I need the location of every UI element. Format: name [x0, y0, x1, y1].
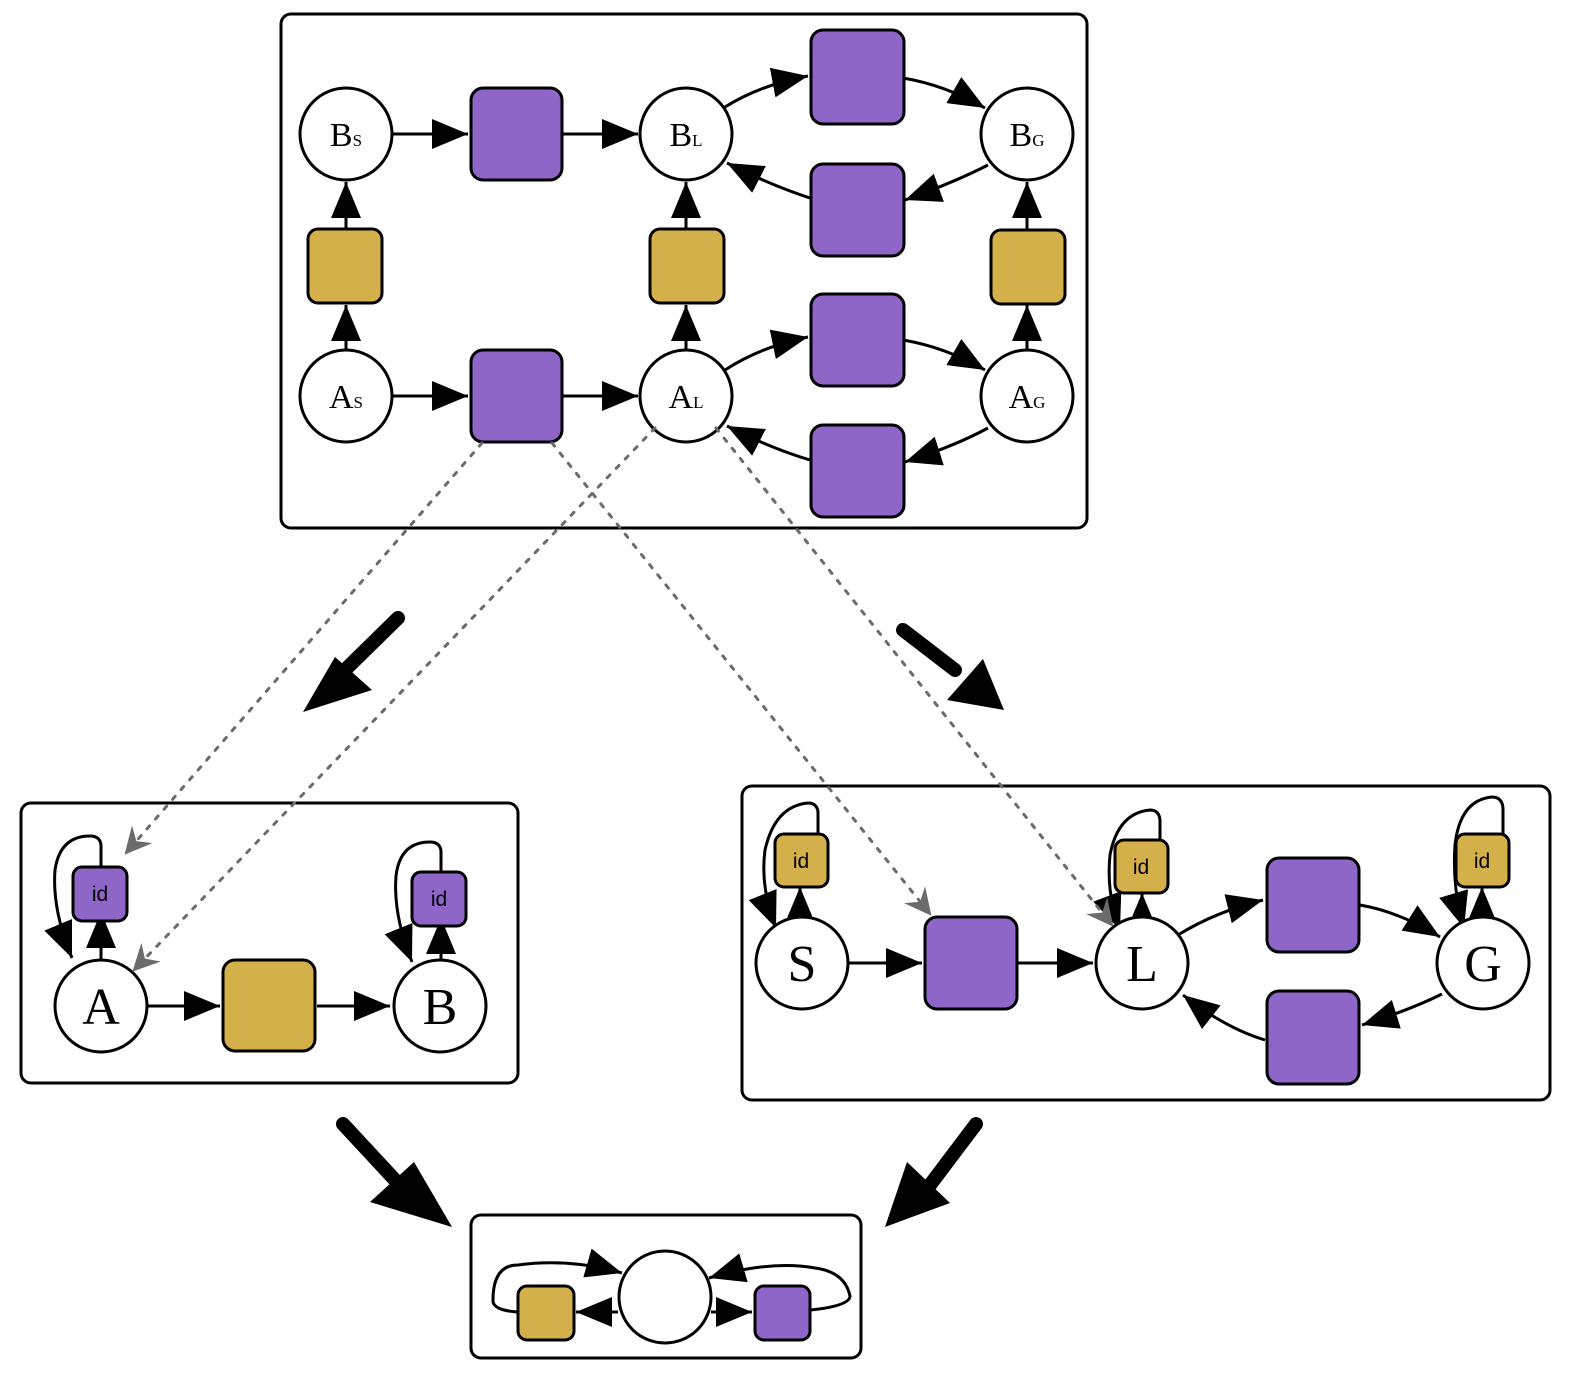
loop-id-to-l [1093, 808, 1162, 931]
node-ag-sub: G [1033, 393, 1045, 412]
id-box-g-label: id [1474, 850, 1490, 873]
edge-ag-to-purple [904, 426, 989, 466]
node-as: AS [298, 348, 394, 444]
edge-bg-to-purple [904, 163, 989, 202]
edge-al-to-purple [724, 329, 809, 372]
id-box-l-label: id [1133, 856, 1149, 879]
loop-id-to-a [44, 834, 103, 959]
top-edges [331, 67, 1042, 466]
gold-box-loop [516, 1284, 576, 1342]
purple-box-bl-bg [809, 28, 906, 126]
node-b: B [392, 958, 488, 1054]
node-a-label: A [82, 979, 120, 1036]
mapping-purple-to-id-a [124, 441, 484, 855]
purple-box-l-g [1265, 856, 1361, 954]
gold-box-al-bl [648, 227, 726, 305]
flow-arrow-top-to-right [896, 623, 1004, 710]
id-box-s-label: id [793, 850, 809, 873]
node-bg-sub: G [1032, 131, 1044, 150]
purple-box-al-ag [809, 292, 906, 388]
loop-id-to-b [384, 840, 443, 963]
purple-box-s-l [923, 915, 1019, 1011]
bottom-panel [469, 1213, 863, 1360]
svg-text:BL: BL [669, 117, 702, 154]
gold-box-a-b [221, 958, 317, 1053]
edge-purple-to-bg [902, 76, 986, 110]
node-b-label: B [423, 979, 458, 1036]
flow-arrow-left-to-bottom [336, 1117, 452, 1227]
gold-box-ag-bg [989, 228, 1067, 306]
node-al: AL [638, 348, 734, 444]
node-g: G [1435, 915, 1531, 1011]
flow-arrows [303, 611, 1004, 1227]
loop-gold-to-x [491, 1248, 623, 1314]
edge-g-to-purple [1361, 992, 1443, 1029]
right-panel: id id id S L G [740, 784, 1552, 1102]
top-panel: BS BL BG AS AL AG [279, 12, 1089, 530]
node-g-label: G [1464, 936, 1502, 993]
id-box-s [773, 832, 830, 889]
edge-purple-to-g [1359, 903, 1441, 939]
node-l-label: L [1126, 936, 1158, 993]
svg-text:BG: BG [1010, 117, 1045, 154]
id-box-a [71, 865, 129, 923]
loop-purple-to-x [708, 1253, 852, 1312]
node-as-sub: S [354, 393, 363, 412]
node-bs: BS [298, 86, 394, 182]
svg-text:AL: AL [669, 379, 704, 416]
mapping-al-to-l [714, 426, 1114, 927]
mappings [124, 426, 1114, 972]
purple-box-bg-bl [809, 162, 906, 258]
purple-box-ag-al [809, 423, 906, 519]
node-s: S [754, 915, 850, 1011]
edge-purple-to-al-back [726, 424, 811, 462]
node-ag: AG [979, 348, 1075, 444]
id-box-b-label: id [431, 888, 447, 911]
flow-arrow-top-to-left [303, 611, 405, 712]
purple-box-g-l [1265, 989, 1361, 1086]
loop-id-to-g [1439, 795, 1505, 929]
edge-bl-to-purple [724, 67, 809, 109]
id-box-l [1113, 838, 1170, 895]
gold-box-as-bs [306, 227, 384, 305]
node-s-label: S [788, 936, 817, 993]
loop-id-to-s [748, 801, 820, 929]
node-bg-main: B [1010, 117, 1033, 154]
svg-text:AS: AS [329, 379, 363, 416]
edge-purple-to-ag [902, 338, 986, 372]
node-al-sub: L [693, 393, 703, 412]
edge-l-to-purple [1177, 894, 1264, 937]
edge-purple-to-l-back [1182, 993, 1266, 1042]
node-l: L [1094, 915, 1190, 1011]
id-box-g [1454, 832, 1511, 889]
node-bl-sub: L [692, 131, 702, 150]
node-bl: BL [638, 86, 734, 182]
node-bl-main: B [669, 117, 692, 154]
edge-purple-to-bl-back [726, 161, 811, 200]
id-box-b [410, 870, 468, 928]
mapping-purple-to-purple-sl [550, 441, 932, 916]
left-panel: id id A B [19, 801, 520, 1085]
node-al-main: A [669, 379, 694, 416]
svg-text:BS: BS [330, 117, 362, 154]
purple-box-as-al [469, 348, 564, 444]
node-bs-sub: S [353, 131, 362, 150]
node-as-main: A [329, 379, 354, 416]
node-x [617, 1249, 713, 1345]
node-a: A [53, 958, 149, 1054]
purple-box-bs-bl [469, 86, 564, 182]
id-box-a-label: id [92, 883, 108, 906]
node-bg: BG [979, 86, 1075, 182]
flow-arrow-right-to-bottom [885, 1117, 983, 1227]
svg-text:AG: AG [1009, 379, 1046, 416]
purple-box-loop [753, 1284, 812, 1342]
node-bs-main: B [330, 117, 353, 154]
mapping-al-to-a [132, 426, 657, 972]
node-ag-main: A [1009, 379, 1034, 416]
